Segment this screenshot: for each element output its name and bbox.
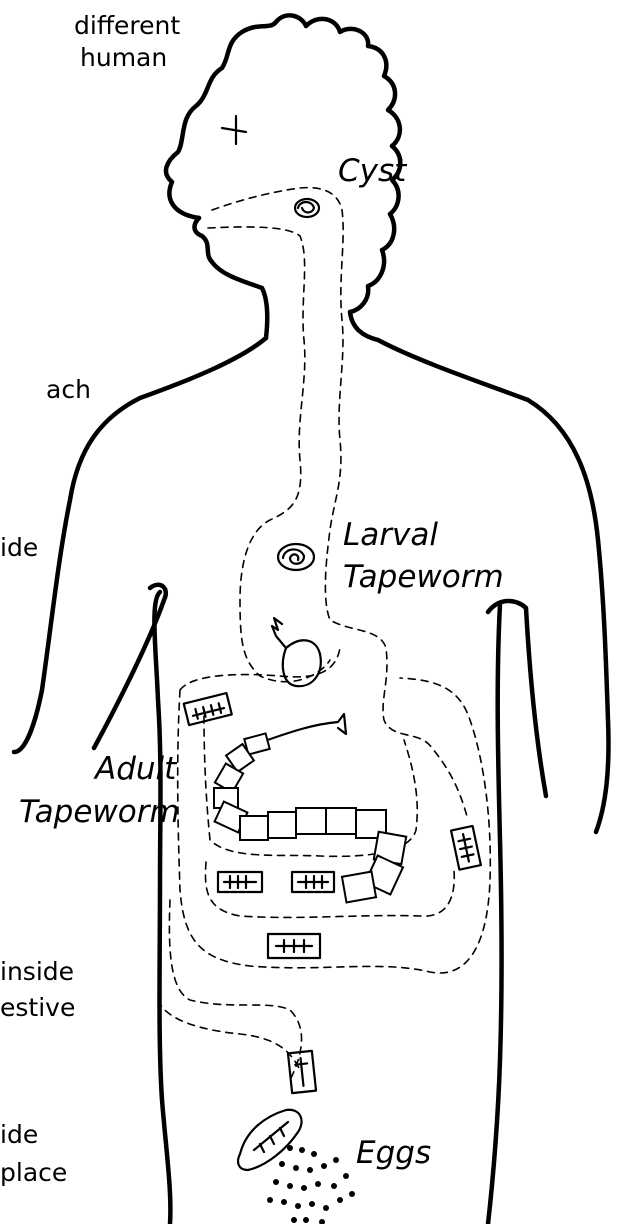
text-fragment-ide-1: ide bbox=[0, 533, 38, 562]
colon-descending-path bbox=[158, 900, 302, 1080]
proglottid-13 bbox=[342, 872, 376, 903]
proglottid-8 bbox=[296, 808, 326, 834]
proglottid-7 bbox=[268, 812, 296, 838]
left-text-fragments: different human ach ide inside estive id… bbox=[0, 11, 180, 1187]
larval-scolex bbox=[272, 618, 286, 648]
gravid-segment-marks bbox=[254, 1122, 288, 1152]
text-fragment-different: different bbox=[74, 11, 180, 40]
human-body-outline bbox=[14, 15, 609, 1224]
proglottid-detached-6 bbox=[288, 1051, 316, 1093]
cyst-in-mouth bbox=[295, 199, 319, 217]
tapeworm-neck bbox=[262, 714, 346, 742]
label-adult-line2: Tapeworm bbox=[19, 794, 180, 830]
egg-segment-and-eggs bbox=[238, 1110, 355, 1224]
larval-cyst bbox=[278, 544, 314, 570]
right-torso-side bbox=[488, 604, 502, 1224]
eye-mark bbox=[222, 116, 246, 144]
text-fragment-ide-2: ide bbox=[0, 1120, 38, 1149]
label-larval-line2: Tapeworm bbox=[343, 559, 504, 595]
text-fragment-ach: ach bbox=[46, 375, 91, 404]
proglottid-detached-4 bbox=[451, 826, 481, 870]
cyst-curl-larval bbox=[283, 549, 304, 563]
label-eggs: Eggs bbox=[356, 1135, 431, 1171]
gravid-segment bbox=[238, 1110, 302, 1170]
label-adult-line1: Adult bbox=[93, 751, 178, 787]
proglottid-detached-3 bbox=[292, 872, 334, 892]
left-torso-side bbox=[154, 592, 170, 1224]
esophagus-path-lower bbox=[208, 227, 330, 682]
text-fragment-inside: inside bbox=[0, 957, 74, 986]
proglottid-detached-5 bbox=[268, 934, 320, 958]
label-larval-line1: Larval bbox=[343, 517, 438, 553]
cyst-curl-upper bbox=[298, 202, 314, 213]
adult-tapeworm-chain bbox=[214, 714, 406, 902]
digestive-tract bbox=[158, 188, 490, 1080]
label-cyst: Cyst bbox=[338, 153, 408, 189]
text-fragment-human: human bbox=[80, 43, 167, 72]
proglottid-detached-2 bbox=[218, 872, 262, 892]
proglottid-9 bbox=[326, 808, 356, 834]
proglottid-6 bbox=[240, 816, 268, 840]
proglottid-detached-1 bbox=[184, 693, 232, 725]
text-fragment-estive: estive bbox=[0, 993, 75, 1022]
text-fragment-place: place bbox=[0, 1158, 67, 1187]
face-profile bbox=[194, 218, 267, 338]
stage-labels: Cyst Larval Tapeworm Adult Tapeworm Eggs bbox=[19, 153, 504, 1171]
eggs-dots bbox=[267, 1145, 355, 1224]
